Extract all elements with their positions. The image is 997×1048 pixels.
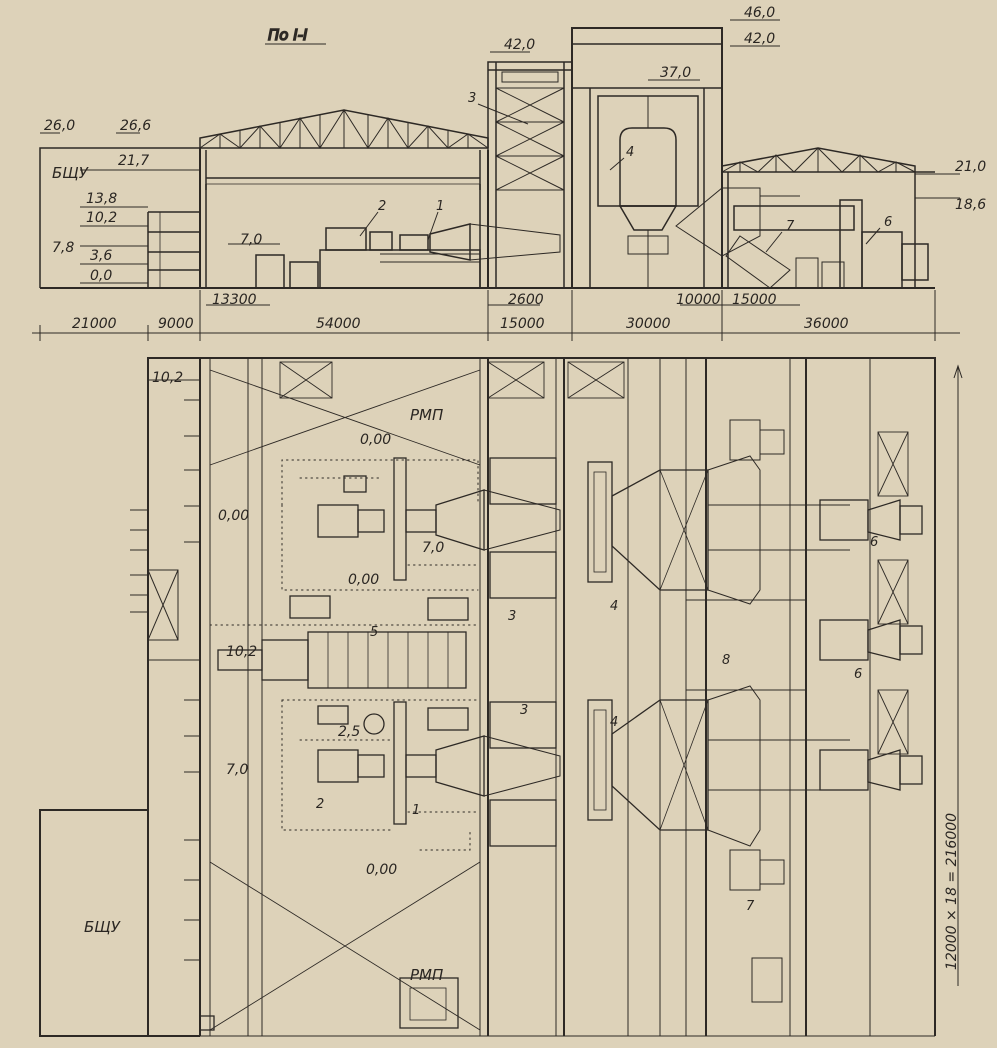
item-number: 6 (870, 535, 878, 550)
item-number: 1 (436, 199, 444, 214)
elevation-mark: 26,6 (120, 118, 151, 134)
elevation-mark: 42,0 (504, 37, 535, 53)
elevation-mark: 0,00 (348, 572, 379, 588)
plan-control-room-label: БЩУ (84, 918, 121, 936)
dimension-label: 36000 (804, 316, 849, 332)
elevation-mark: 7,0 (422, 540, 444, 556)
elevation-mark: 26,0 (44, 118, 75, 134)
dimension-label: 30000 (626, 316, 671, 332)
item-number: 1 (412, 803, 420, 818)
dimension-label: 21000 (72, 316, 117, 332)
elevation-mark: 21,0 (955, 159, 986, 175)
dimension-label: 9000 (158, 316, 194, 332)
item-number: 2 (378, 199, 386, 214)
plan-view (39, 357, 963, 1037)
plan-repair-area-top: РМП (410, 406, 443, 424)
section-title: По I-I (268, 26, 308, 44)
item-number: 7 (786, 219, 795, 234)
item-number: 3 (468, 91, 476, 106)
elevation-mark: 46,0 (744, 5, 775, 21)
item-number: 7 (746, 899, 755, 914)
section-labels: БЩУ 26,0 26,6 21,7 13,8 10,2 7,8 3,6 0,0… (44, 5, 986, 332)
elevation-mark: 0,00 (360, 432, 391, 448)
elevation-mark: 18,6 (955, 197, 986, 213)
elevation-mark: 3,6 (90, 248, 112, 264)
plan-repair-area-bottom: РМП (410, 966, 443, 984)
elevation-mark: 42,0 (744, 31, 775, 47)
elevation-mark: 0,00 (218, 508, 249, 524)
item-number: 4 (626, 145, 634, 160)
dimension-label: 2600 (508, 292, 544, 308)
elevation-mark: 13,8 (86, 191, 117, 207)
item-number: 8 (722, 653, 730, 668)
elevation-mark: 0,0 (90, 268, 112, 284)
elevation-mark: 7,0 (226, 762, 248, 778)
item-number: 5 (370, 625, 378, 640)
item-number: 6 (854, 667, 862, 682)
overall-dimension-label: 12000 × 18 = 216000 (944, 813, 960, 970)
elevation-mark: 10,2 (86, 210, 117, 226)
dimension-label: 10000 (676, 292, 721, 308)
item-number: 3 (508, 609, 516, 624)
elevation-mark: 0,00 (366, 862, 397, 878)
section-control-room-label: БЩУ (52, 164, 89, 182)
elevation-mark: 7,0 (240, 232, 262, 248)
elevation-mark: 10,2 (152, 370, 183, 386)
item-number: 4 (610, 715, 618, 730)
item-number: 3 (520, 703, 528, 718)
elevation-mark: 37,0 (660, 65, 691, 81)
item-number: 4 (610, 599, 618, 614)
section-view: По I-I (32, 19, 960, 341)
elevation-mark: 21,7 (118, 153, 149, 169)
elevation-mark: 7,8 (52, 240, 74, 256)
dimension-label: 13300 (212, 292, 257, 308)
elevation-mark: 2,5 (338, 724, 360, 740)
plan-labels: РМП РМП БЩУ 10,2 0,00 0,00 7,0 0,00 10,2… (84, 370, 960, 984)
dimension-label: 15000 (500, 316, 545, 332)
elevation-mark: 10,2 (226, 644, 257, 660)
item-number: 6 (884, 215, 892, 230)
dimension-label: 15000 (732, 292, 777, 308)
dimension-label: 54000 (316, 316, 361, 332)
item-number: 2 (316, 797, 324, 812)
